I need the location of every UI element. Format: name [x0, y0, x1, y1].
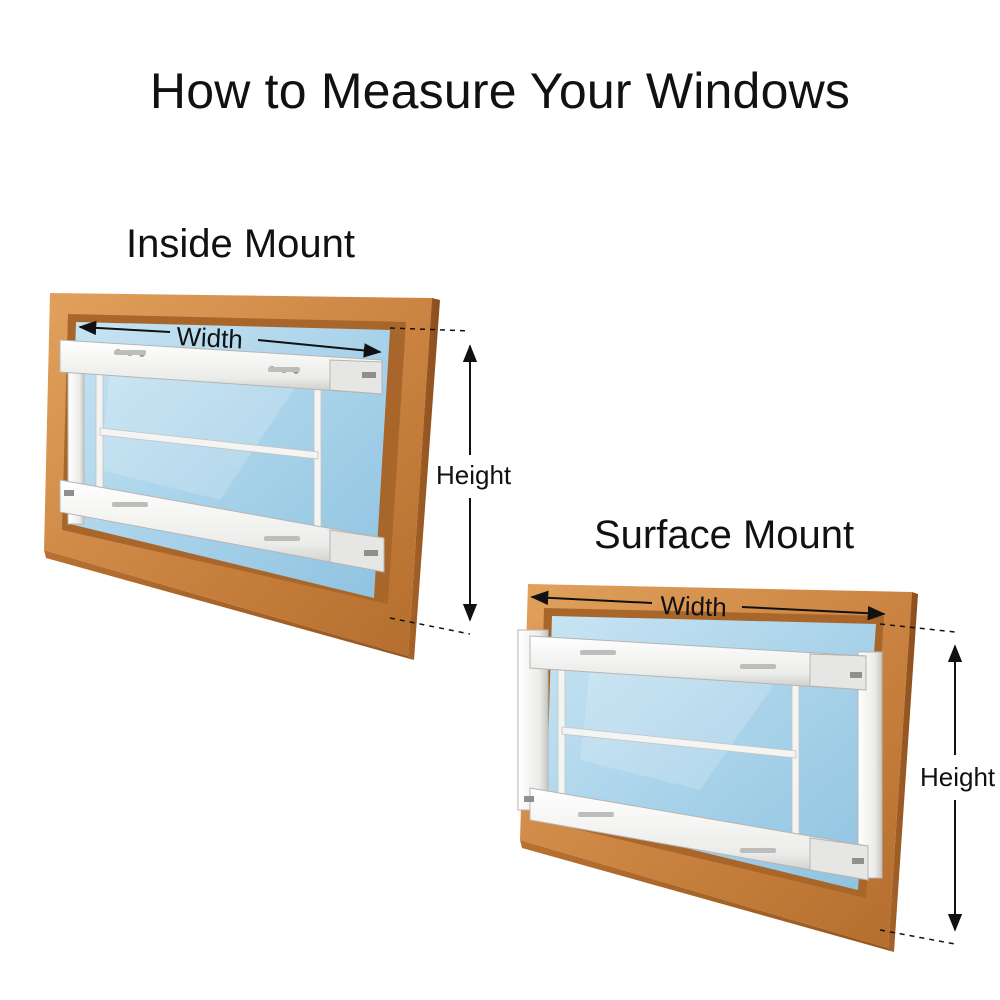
surface-height-dimension: Height — [879, 623, 996, 945]
surface-height-label: Height — [920, 762, 996, 792]
inside-width-dimension: Width — [78, 320, 382, 358]
inside-width-label: Width — [176, 321, 244, 354]
surface-top-bolts — [580, 650, 862, 678]
inside-glass-highlight — [100, 372, 300, 500]
inside-top-bar-end — [329, 359, 383, 395]
surface-bottom-bar-end — [809, 837, 869, 881]
inside-frame-side — [408, 298, 440, 660]
surface-width-dimension: Width — [530, 590, 886, 622]
surface-width-label: Width — [660, 590, 727, 622]
surface-mount-window — [517, 584, 918, 952]
surface-cross-bar — [561, 726, 797, 759]
inside-cross-bar — [99, 427, 319, 460]
inside-mount-title: Inside Mount — [126, 222, 356, 266]
surface-frame-bottom — [520, 840, 894, 952]
inside-frame-bottom — [44, 550, 414, 660]
inside-bottom-bar-end — [329, 529, 385, 573]
inside-height-dimension: Height — [389, 327, 512, 635]
inside-top-bolts — [114, 349, 376, 378]
surface-post-1 — [557, 649, 566, 801]
page-title: How to Measure Your Windows — [149, 63, 851, 119]
surface-glass-highlight — [580, 668, 780, 790]
inside-bottom-bolts — [64, 490, 378, 556]
surface-bottom-bolts — [524, 796, 864, 864]
inside-height-label: Height — [436, 460, 512, 490]
surface-top-bar-end — [809, 653, 867, 691]
surface-mount-title: Surface Mount — [594, 513, 855, 557]
surface-frame-side — [888, 592, 918, 952]
inside-mount-window — [44, 293, 440, 660]
